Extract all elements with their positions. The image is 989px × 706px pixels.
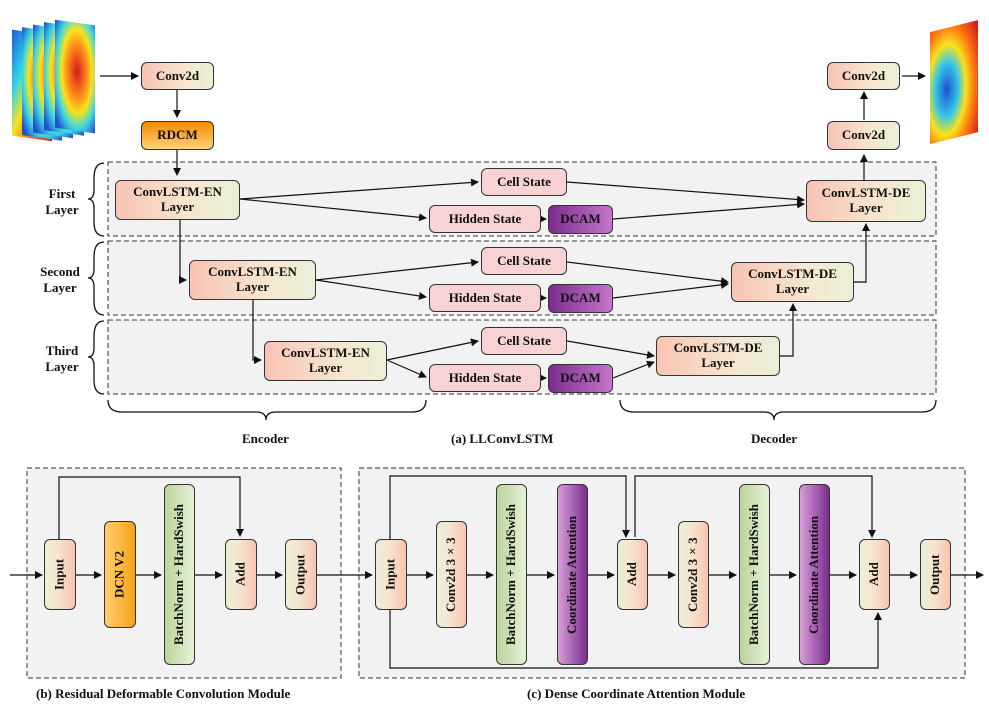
cell-state-block-second-layer: Cell State (481, 247, 567, 275)
encoder-label: Encoder (242, 431, 289, 446)
caption-b: (b) Residual Deformable Convolution Modu… (36, 686, 291, 701)
dcam-batchnorm-hardswish-2-block: BatchNorm + HardSwish (739, 484, 770, 665)
cell-state-block-third-layer: Cell State (481, 327, 567, 355)
decoder-block-third-layer: ConvLSTM-DE Layer (656, 336, 780, 376)
hidden-state-block-first-layer: Hidden State (429, 205, 541, 233)
output-conv2d-bottom-block: Conv2d (827, 121, 900, 150)
dcam-coordinate-attention-1-block: Coordinate Attention (557, 484, 588, 665)
dcam-conv2d-2-block: Conv2d 3×3 (678, 521, 709, 628)
dcam-coordinate-attention-2-block: Coordinate Attention (799, 484, 830, 665)
dcam-input-block: Input (375, 539, 407, 610)
output-conv2d-top-block: Conv2d (827, 62, 900, 90)
encoder-block-second-layer: ConvLSTM-EN Layer (189, 260, 316, 300)
encoder-brace (107, 399, 427, 421)
caption-a: (a) LLConvLSTM (451, 431, 554, 446)
input-conv2d-block: Conv2d (141, 62, 214, 90)
hidden-state-block-second-layer: Hidden State (429, 284, 541, 312)
decoder-block-first-layer: ConvLSTM-DE Layer (806, 180, 926, 222)
cell-state-block-first-layer: Cell State (481, 168, 567, 196)
encoder-block-third-layer: ConvLSTM-EN Layer (264, 341, 387, 381)
rdcm-dcnv2-block: DCN V2 (104, 521, 136, 628)
rdcm-add-block: Add (225, 539, 257, 610)
dcam-add-1-block: Add (617, 539, 648, 610)
caption-c: (c) Dense Coordinate Attention Module (527, 686, 746, 701)
dcam-block-second-layer: DCAM (548, 284, 613, 313)
layer-label-second: Second Layer (40, 264, 80, 295)
second-layer-brace (87, 241, 105, 316)
dcam-block-first-layer: DCAM (548, 205, 613, 234)
output-heatmap (930, 20, 978, 145)
third-layer-brace (87, 320, 105, 395)
dcam-add-2-block: Add (859, 539, 890, 610)
dcam-batchnorm-hardswish-1-block: BatchNorm + HardSwish (496, 484, 527, 665)
decoder-brace (619, 399, 937, 421)
rdcm-batchnorm-hardswish-block: BatchNorm + HardSwish (164, 484, 195, 665)
rdcm-output-block: Output (285, 539, 317, 610)
dcam-output-block: Output (920, 539, 951, 610)
layer-label-third: Third Layer (45, 343, 79, 374)
first-layer-brace (87, 162, 105, 237)
decoder-label: Decoder (751, 431, 798, 446)
decoder-block-second-layer: ConvLSTM-DE Layer (731, 262, 854, 302)
dcam-conv2d-1-block: Conv2d 3×3 (436, 521, 467, 628)
dcam-block-third-layer: DCAM (548, 364, 613, 393)
layer-label-first: First Layer (45, 186, 79, 217)
encoder-block-first-layer: ConvLSTM-EN Layer (115, 180, 240, 220)
rdcm-input-block: Input (44, 539, 76, 610)
hidden-state-block-third-layer: Hidden State (429, 364, 541, 392)
rdcm-block: RDCM (141, 121, 214, 150)
input-heatmap-stack (12, 19, 95, 142)
